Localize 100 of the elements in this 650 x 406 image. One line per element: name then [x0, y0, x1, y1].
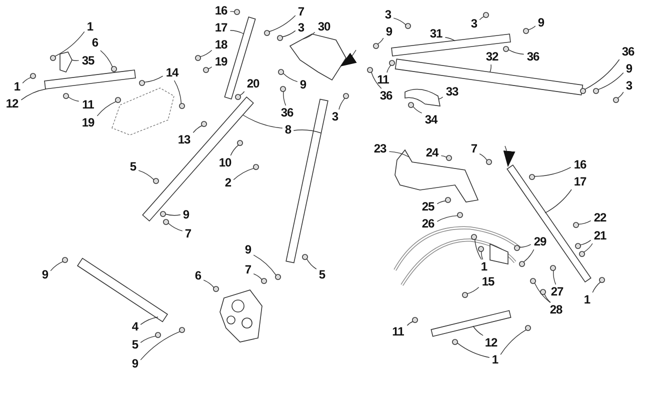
bracket-plate: [60, 52, 72, 72]
callout-number: 11: [81, 98, 95, 112]
callout-number: 16: [214, 4, 228, 18]
callout-number: 9: [40, 268, 50, 282]
nut: [277, 35, 283, 41]
callout-number: 17: [214, 22, 228, 34]
nut: [30, 73, 36, 79]
nut: [275, 274, 281, 280]
nut: [457, 212, 463, 218]
nut: [580, 88, 586, 94]
callout-number: 13: [176, 134, 192, 146]
callout-number: 3: [470, 18, 478, 30]
nut: [63, 93, 69, 99]
callout-number: 20: [246, 78, 260, 90]
leader-line: [474, 239, 482, 260]
leader-line: [472, 326, 484, 336]
leader-line: [253, 254, 276, 276]
leader-line: [140, 316, 158, 325]
leader-line: [544, 189, 572, 214]
callout-number: 11: [376, 74, 390, 86]
callout-number: 31: [428, 28, 444, 40]
leader-line: [208, 66, 212, 70]
leader-line: [436, 200, 446, 204]
nut: [579, 251, 585, 257]
leader-line: [20, 88, 46, 100]
nut: [373, 43, 379, 49]
nut: [237, 140, 243, 146]
leader-line: [508, 49, 524, 55]
leader-line: [242, 114, 283, 128]
callout-number: 27: [550, 286, 564, 298]
leader-line: [293, 130, 322, 134]
leader-line: [302, 32, 316, 40]
callout-number: 16: [572, 158, 588, 172]
nut: [111, 66, 117, 72]
callout-number: 3: [296, 22, 306, 34]
leader-line: [168, 222, 183, 232]
callout-number: 26: [420, 218, 436, 230]
leader-line: [144, 76, 164, 83]
callout-number: 22: [592, 212, 608, 224]
nut: [343, 93, 349, 99]
tube: [142, 96, 254, 222]
leader-line: [282, 72, 298, 82]
nut: [575, 243, 581, 249]
callout-number: 7: [244, 264, 252, 276]
leader-line: [138, 170, 154, 180]
callout-number: 9: [536, 16, 546, 30]
nut: [405, 23, 411, 29]
callout-number: 7: [470, 142, 478, 156]
leader-line: [519, 244, 532, 248]
leader-line: [534, 282, 550, 303]
nut: [408, 102, 414, 108]
leader-line: [584, 243, 593, 252]
leader-line: [203, 280, 214, 288]
leader-line: [230, 30, 244, 34]
nut: [179, 327, 185, 333]
callout-number: 8: [284, 124, 292, 136]
leader-line: [140, 336, 156, 343]
nut: [452, 339, 458, 345]
nut: [153, 178, 159, 184]
nut: [462, 292, 468, 298]
leader-line: [50, 261, 64, 272]
leader-line: [617, 92, 624, 98]
nut: [446, 155, 452, 161]
callout-number: 15: [480, 276, 496, 288]
nut: [264, 30, 270, 36]
nut: [163, 219, 169, 225]
leader-line: [200, 50, 212, 58]
nut: [503, 46, 509, 52]
nut: [203, 67, 209, 73]
leader-line: [481, 251, 484, 260]
callout-number: 19: [80, 116, 96, 130]
nut: [155, 332, 161, 338]
nut: [593, 88, 599, 94]
callout-number: 9: [624, 62, 634, 76]
leader-line: [306, 258, 317, 270]
callout-number: 11: [391, 326, 405, 338]
callout-number: 21: [592, 230, 608, 242]
nut: [550, 265, 556, 271]
leader-line: [100, 50, 113, 68]
leader-line: [230, 11, 235, 12]
leader-line: [479, 154, 488, 161]
leader-line: [503, 146, 515, 167]
nut: [523, 28, 529, 34]
callout-number: 10: [218, 156, 232, 170]
leader-line: [466, 286, 480, 294]
leader-line: [528, 26, 536, 30]
callout-number: 5: [130, 338, 140, 352]
leader-line: [268, 15, 296, 32]
leader-line: [580, 240, 592, 246]
leader-line: [240, 91, 245, 96]
callout-number: 29: [532, 236, 548, 248]
callout-number: 33: [444, 86, 460, 98]
leader-line: [338, 98, 346, 110]
nut: [195, 55, 201, 61]
nut: [478, 246, 484, 252]
callout-number: 9: [182, 208, 190, 222]
nut: [235, 94, 241, 100]
nut: [367, 67, 373, 73]
callout-number: 3: [330, 110, 340, 124]
nut: [280, 86, 286, 92]
